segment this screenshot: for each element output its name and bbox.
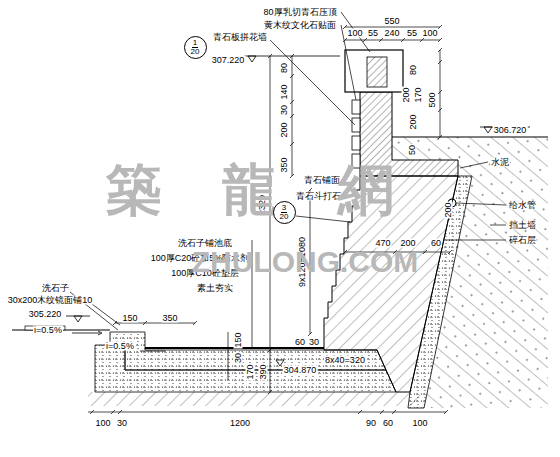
level-marks	[140, 351, 165, 352]
wall-column	[352, 118, 360, 132]
dimension-lines	[88, 410, 448, 414]
dimension: 170	[414, 86, 423, 103]
material-note: 洗石子	[41, 284, 70, 293]
dimension: 30	[116, 419, 128, 428]
detail-callout: 320	[273, 201, 296, 224]
dimension: 30	[308, 338, 320, 347]
pool-slab	[12, 326, 420, 406]
dimension: 30	[234, 352, 243, 364]
material-note: 青石板拼花墙	[212, 33, 268, 42]
dimension: 390	[259, 363, 268, 380]
material-note: 素土夯实	[196, 284, 234, 293]
dimension: 90	[365, 419, 377, 428]
dimension-lines	[88, 25, 452, 414]
leader-lines	[446, 240, 506, 241]
material-note: 给水管	[508, 201, 537, 210]
dimension: 550	[383, 17, 400, 26]
leader-lines	[70, 12, 506, 348]
dimension: 100	[94, 419, 111, 428]
coping-stone	[367, 57, 387, 87]
material-note: 水泥	[490, 158, 510, 167]
watermark: ZHULONG.COM	[192, 247, 419, 277]
dimension: 80	[409, 64, 418, 76]
leader-lines	[456, 203, 506, 205]
dimension: 60	[382, 419, 394, 428]
dimension-lines	[438, 48, 442, 139]
material-note: 碎石层	[508, 236, 537, 245]
dimension: 150	[234, 331, 243, 348]
dimension: 100	[411, 419, 428, 428]
level-marks	[66, 316, 90, 322]
dimension: 80	[280, 62, 289, 74]
coping-stone	[345, 50, 403, 92]
slope-note: i=0.5%	[33, 326, 63, 335]
pool-slab	[88, 392, 420, 406]
dimension-lines	[228, 332, 229, 380]
dimension-lines	[268, 54, 272, 394]
dimension: 500	[428, 91, 437, 108]
dimension: 30	[280, 104, 289, 116]
leader-lines	[460, 162, 488, 168]
dimension: 100	[346, 29, 363, 38]
coping-stone	[345, 50, 403, 92]
detail-callout: 120	[184, 36, 207, 59]
dimension: 200	[409, 113, 418, 130]
dimension-lines	[343, 25, 442, 42]
dimension: 140	[280, 83, 289, 100]
dimension: 200	[402, 86, 411, 103]
wall-column	[352, 136, 360, 150]
dimension: 1200	[229, 419, 251, 428]
elevation: 304.870	[283, 366, 318, 375]
dimension: 60	[294, 338, 306, 347]
detail-number: 1	[192, 39, 198, 48]
sheet-number: 20	[190, 48, 201, 56]
dimension: 170	[246, 363, 255, 380]
sheet-number: 20	[279, 213, 290, 221]
dimension: 100	[421, 29, 438, 38]
dimension: 55	[406, 29, 418, 38]
dimension: 8x40=320	[324, 356, 366, 365]
detail-number: 3	[281, 204, 287, 213]
elevation: 307.220	[211, 56, 246, 65]
dimension-lines	[345, 27, 440, 40]
dimension: 150	[121, 314, 138, 323]
dimension-lines	[290, 54, 294, 178]
leader-lines	[490, 225, 506, 226]
leader-lines	[92, 304, 120, 325]
wall-column	[352, 100, 360, 114]
level-marks	[66, 56, 530, 366]
dimension: 240	[383, 29, 400, 38]
retaining-earth	[392, 136, 548, 137]
elevation: 305.220	[28, 310, 63, 319]
leader-lines	[270, 40, 355, 125]
material-note: 80厚乳切青石压顶	[262, 8, 337, 17]
dimension: 50	[408, 144, 417, 156]
material-note: 挡土墙	[508, 221, 537, 230]
dimension: 60	[430, 239, 442, 248]
dimension: 350	[161, 314, 178, 323]
dimension: 200	[280, 121, 289, 138]
slope-note: i=0.5%	[105, 342, 135, 351]
material-note: 30x200木纹镜面铺10	[7, 296, 94, 305]
material-note: 黄木纹文化石贴面	[263, 21, 337, 30]
level-marks	[72, 331, 102, 335]
elevation: 306.720	[493, 126, 528, 135]
dimension: 55	[367, 29, 379, 38]
